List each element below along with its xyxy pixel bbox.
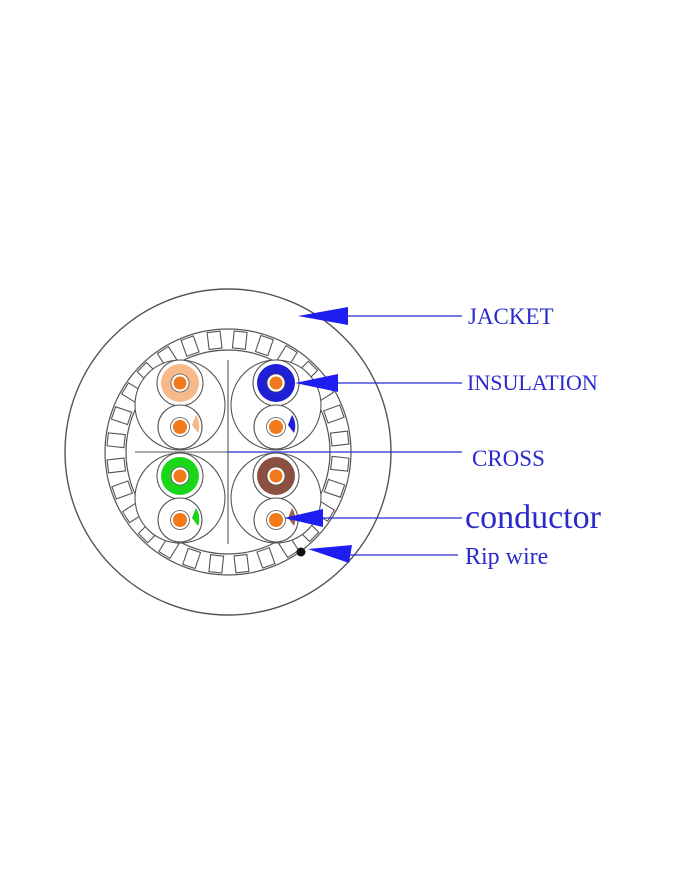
rip-wire-arrow: [308, 545, 352, 563]
jacket-label: JACKET: [468, 304, 554, 329]
shield-tooth: [180, 335, 200, 357]
conductor-core: [269, 513, 283, 527]
stripe-orange: [192, 415, 200, 433]
shield-tooth: [106, 457, 127, 474]
conductor-core: [173, 469, 187, 483]
conductor-core: [269, 376, 283, 390]
rip-wire-dot: [296, 547, 306, 557]
rip-wire-label: Rip wire: [465, 544, 548, 570]
pair-green: [134, 452, 226, 544]
pair-orange: [134, 359, 226, 451]
conductor-core: [173, 376, 187, 390]
jacket-arrow: [298, 307, 348, 325]
conductor-core: [269, 420, 283, 434]
cross-label: CROSS: [472, 446, 545, 471]
stripe-green: [192, 508, 200, 526]
insulation-arrow: [295, 374, 338, 392]
conductor-core: [173, 420, 187, 434]
conductor-core: [269, 469, 283, 483]
shield-tooth: [329, 430, 350, 447]
twisted-pairs: [134, 359, 322, 544]
stripe-blue: [288, 415, 296, 433]
shield-tooth: [110, 406, 133, 426]
shield-tooth: [182, 547, 202, 570]
shield-tooth: [330, 455, 350, 472]
shield-tooth: [233, 553, 250, 574]
shield-tooth: [323, 404, 345, 424]
insulation-label: INSULATION: [467, 370, 598, 395]
shield-tooth: [256, 547, 276, 569]
shield-tooth: [231, 330, 248, 350]
conductor-core: [173, 513, 187, 527]
shield-tooth: [111, 480, 133, 500]
shield-tooth: [323, 478, 346, 498]
conductor-arrow: [284, 509, 323, 527]
shield-tooth: [106, 432, 126, 449]
pair-blue: [230, 359, 322, 451]
shield-tooth: [208, 554, 225, 574]
shield-tooth: [254, 334, 274, 357]
arrows: [284, 307, 352, 563]
shield-tooth: [206, 330, 223, 351]
conductor-label: conductor: [465, 499, 602, 536]
leader-lines: [228, 315, 462, 556]
pair-brown: [230, 452, 322, 544]
